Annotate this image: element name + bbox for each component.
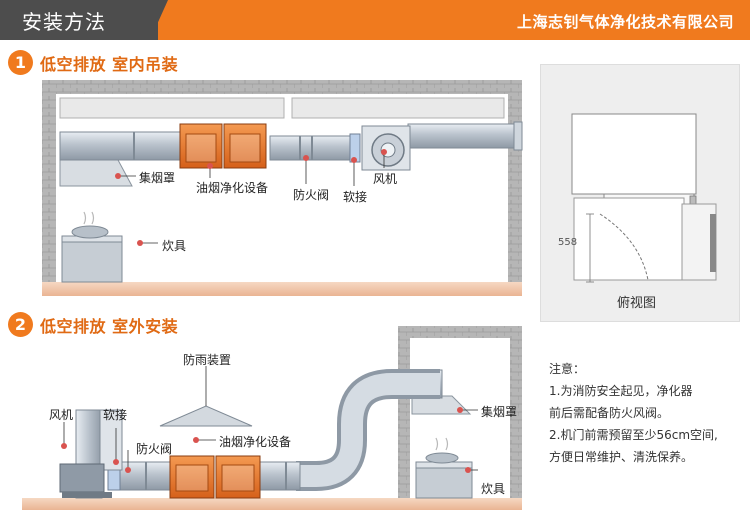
company-name: 上海志钊气体净化技术有限公司 — [516, 13, 734, 31]
section1-callouts — [115, 149, 387, 246]
s1-label-soft: 软接 — [343, 190, 368, 204]
s1-label-hood: 集烟罩 — [139, 171, 176, 185]
section1-number: 1 — [8, 50, 33, 75]
notes-line-4: 方便日常维护、清洗保养。 — [549, 450, 694, 464]
section1-title: 低空排放 室内吊装 — [40, 55, 179, 74]
s2-label-soft: 软接 — [103, 408, 128, 422]
s2-label-rain: 防雨装置 — [183, 353, 232, 367]
header-tab-edge — [150, 0, 168, 40]
s2-label-hood: 集烟罩 — [481, 405, 518, 419]
section2-equipment — [59, 369, 473, 499]
s2-label-damper: 防火阀 — [136, 442, 173, 456]
notes-line-2: 前后需配备防火风阀。 — [549, 406, 670, 420]
section2-title: 低空排放 室外安装 — [40, 317, 179, 336]
section2-callouts — [61, 366, 478, 473]
s1-label-purifier: 油烟净化设备 — [196, 181, 269, 195]
notes-line-1: 1.为消防安全起见，净化器 — [549, 384, 693, 398]
section1-equipment — [59, 121, 523, 283]
section2-number: 2 — [8, 312, 33, 337]
s1-label-stove: 炊具 — [162, 239, 187, 253]
section1-room — [42, 80, 522, 296]
notes-title: 注意： — [549, 362, 586, 376]
header-tab — [0, 0, 158, 40]
page-title: 安装方法 — [22, 10, 106, 34]
s2-label-purifier: 油烟净化设备 — [219, 435, 292, 449]
s2-label-stove: 炊具 — [481, 482, 506, 496]
top-view-caption: 俯视图 — [617, 296, 657, 311]
notes-line-3: 2.机门前需预留至少56cm空间, — [549, 428, 718, 442]
s2-label-fan: 风机 — [49, 408, 74, 422]
top-view-drawing — [571, 113, 717, 283]
s1-label-fan: 风机 — [373, 172, 398, 186]
notes-block: 注意： 1.为消防安全起见，净化器 前后需配备防火风阀。 2.机门前需预留至少5… — [549, 358, 744, 468]
top-view-dimension: 558 — [558, 237, 578, 248]
s1-label-damper: 防火阀 — [293, 188, 330, 202]
